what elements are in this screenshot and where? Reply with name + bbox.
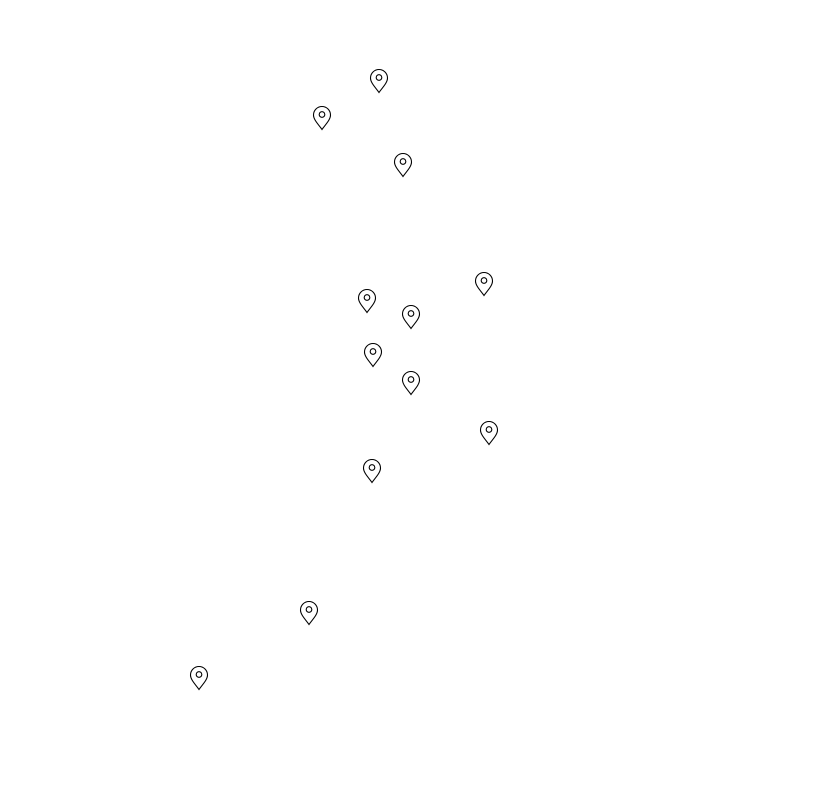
map-pin-icon xyxy=(369,69,389,94)
map-marker[interactable] xyxy=(401,304,421,330)
map-marker[interactable] xyxy=(479,420,499,446)
map-pin-icon xyxy=(479,421,499,446)
map-pin-icon xyxy=(357,289,377,314)
map-marker[interactable] xyxy=(189,665,209,691)
map-marker[interactable] xyxy=(393,152,413,178)
map-pin-icon xyxy=(401,305,421,330)
map-marker[interactable] xyxy=(363,342,383,368)
map-marker[interactable] xyxy=(369,68,389,94)
map-marker[interactable] xyxy=(401,370,421,396)
map-marker[interactable] xyxy=(299,600,319,626)
map-pin-icon xyxy=(401,371,421,396)
map-marker[interactable] xyxy=(362,458,382,484)
map-marker[interactable] xyxy=(474,271,494,297)
map-marker[interactable] xyxy=(357,288,377,314)
map-pin-icon xyxy=(312,106,332,131)
map-pin-icon xyxy=(474,272,494,297)
map-pin-icon xyxy=(363,343,383,368)
map-pin-icon xyxy=(362,459,382,484)
map-pin-icon xyxy=(189,666,209,691)
map-pin-icon xyxy=(299,601,319,626)
map-marker[interactable] xyxy=(312,105,332,131)
map-pin-icon xyxy=(393,153,413,178)
